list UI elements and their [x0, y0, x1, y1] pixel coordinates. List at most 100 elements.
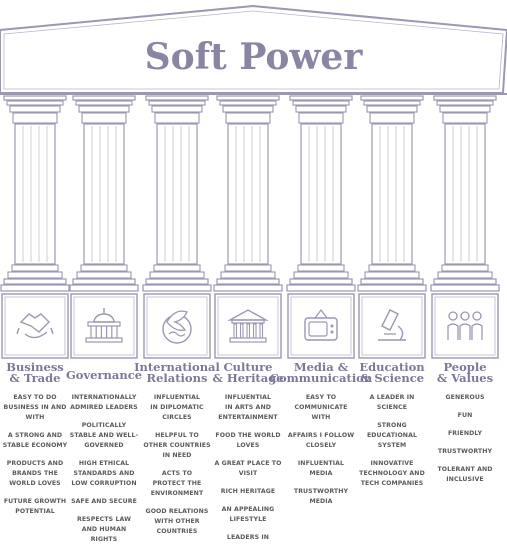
pillar-title-line: & Science [359, 371, 425, 385]
pillar-title-line: Education [359, 360, 425, 374]
list-item-line: AN APPEALING [221, 506, 275, 513]
list-item-line: IN DIPLOMATIC [150, 404, 204, 411]
list-item: INFLUENTIAL MEDIA [285, 459, 357, 479]
list-item-line: STABLE AND WELL- [69, 432, 139, 439]
list-item-line: WORLD LOVES [9, 480, 61, 487]
list-item-line: TECH COMPANIES [360, 480, 424, 487]
list-item: SAFE AND SECURE [68, 497, 140, 507]
list-item-line: FOOD THE WORLD [215, 432, 281, 439]
pillar-title: Business& Trade [0, 360, 71, 388]
list-item: RESPECTS LAW AND HUMAN RIGHTS [68, 515, 140, 545]
capitol-building-icon [85, 308, 123, 343]
list-item-line: RIGHTS [90, 536, 118, 543]
list-item-line: LEADERS IN [226, 534, 270, 541]
pillar-title-line: Culture [223, 360, 273, 374]
list-item-line: ENVIRONMENT [150, 490, 204, 497]
list-item-line: TRUSTWORTHY [437, 448, 493, 455]
list-item-line: PRODUCTS AND [6, 460, 64, 467]
list-item-line: INFLUENTIAL [297, 460, 345, 467]
list-item-line: INCLUSIVE [446, 476, 484, 483]
list-item-line: LOW CORRUPTION [71, 480, 137, 487]
list-item-line: IN NEED [162, 452, 192, 459]
list-item-line: CLOSELY [305, 442, 337, 449]
list-item-line: MEDIA [309, 470, 333, 477]
pillar-3 [142, 95, 212, 359]
list-item-line: EASY TO DO [13, 394, 57, 401]
pillar-1 [0, 95, 70, 359]
dove-globe-icon [162, 310, 192, 344]
list-item-line: ACTS TO [161, 470, 193, 477]
list-item-line: INFLUENTIAL [224, 394, 272, 401]
museum-icon [227, 309, 269, 343]
list-item-line: PROTECT THE [152, 480, 202, 487]
list-item-line: A GREAT PLACE TO [214, 460, 282, 467]
pillar-title: Media &Communication [270, 360, 372, 388]
list-item-line: TECHNOLOGY AND [359, 470, 425, 477]
temple-roof [0, 4, 507, 94]
list-item-line: INTERNATIONALLY [71, 394, 137, 401]
list-item: HIGH ETHICAL STANDARDS AND LOW CORRUPTION [68, 459, 140, 489]
temple-architrave [0, 93, 507, 95]
pillar-7 [430, 95, 500, 359]
list-item-line: POLITICALLY [81, 422, 127, 429]
pillar-title-line: & Values [436, 371, 494, 385]
pillar-6 [357, 95, 427, 359]
list-item: AFFAIRS I FOLLOW CLOSELY [285, 431, 357, 451]
list-item-line: AFFAIRS I FOLLOW [287, 432, 355, 439]
list-item: FOOD THE WORLD LOVES [212, 431, 284, 451]
list-item-line: RESPECTS LAW [76, 516, 132, 523]
list-item-line: TRUSTWORTHY [293, 488, 349, 495]
list-item-line: LIFESTYLE [229, 516, 267, 523]
microscope-icon [378, 309, 406, 341]
list-item-line: SYSTEM [377, 442, 407, 449]
list-item: FUN [429, 411, 501, 421]
list-item-line: INFLUENTIAL [153, 394, 201, 401]
list-item-line: GOVERNED [84, 442, 124, 449]
list-item-line: COMMUNICATE [294, 404, 348, 411]
list-item-line: TOLERANT AND [437, 466, 493, 473]
list-item-line: ENTERTAINMENT [218, 414, 278, 421]
pillar-title-line: Communication [269, 371, 373, 385]
list-item: TOLERANT AND INCLUSIVE [429, 465, 501, 485]
list-item-line: RICH HERITAGE [220, 488, 276, 495]
list-item-line: BRANDS THE [12, 470, 58, 477]
list-item-line: GENEROUS [445, 394, 485, 401]
list-item-line: LOVES [236, 442, 260, 449]
pillar-2 [69, 95, 139, 359]
pillar-title-line: Media & [293, 360, 349, 374]
list-item-line: BUSINESS IN AND [3, 404, 67, 411]
list-item-line: FUN [457, 412, 473, 419]
list-item-line: GOOD RELATIONS [145, 508, 209, 515]
pillar-title-line: People [443, 360, 487, 374]
list-item-line: AND HUMAN [81, 526, 127, 533]
list-item: GENEROUS [429, 393, 501, 403]
pillar-title-line: Business [6, 360, 64, 374]
list-item-line: WITH OTHER [154, 518, 200, 525]
television-icon [304, 309, 338, 341]
list-item-line: FUTURE GROWTH [3, 498, 67, 505]
list-item-line: STANDARDS AND [73, 470, 135, 477]
pillar-title: People& Values [429, 360, 501, 388]
pillar-title: Governance [66, 362, 142, 388]
list-item-line: HIGH ETHICAL [78, 460, 130, 467]
list-item: TRUSTWORTHY [429, 447, 501, 457]
list-item-line: VISIT [238, 470, 258, 477]
